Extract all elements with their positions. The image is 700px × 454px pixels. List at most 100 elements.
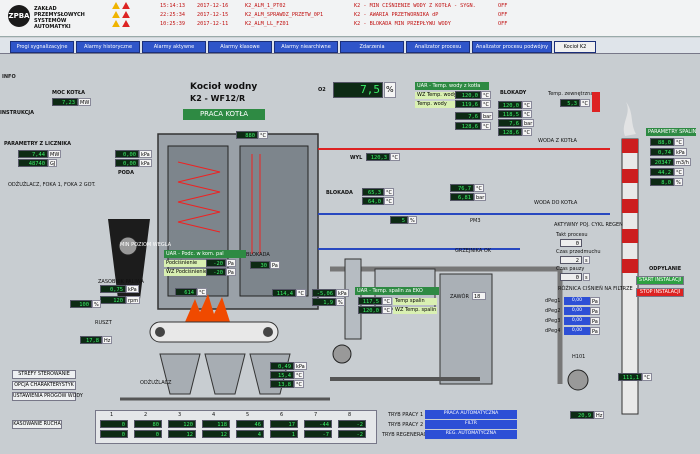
spaliny-value: 8,0 [650, 178, 674, 186]
spaliny-unit: °C [674, 168, 684, 176]
feeder-label: PODA [118, 170, 134, 176]
tab-zdarzenia[interactable]: Zdarzenia [340, 41, 404, 53]
uar-value: 119,6 [455, 100, 481, 108]
woda-z-kotla-label: WODA Z KOTŁA [538, 138, 577, 144]
moc-label: MOC KOTŁA [52, 90, 86, 96]
tab-alarmy-klasowe[interactable]: Alarmy klasowe [208, 41, 272, 53]
strefy-button[interactable]: STREFY STEROWANIE [12, 370, 76, 379]
tab-kociol-k2[interactable]: Kocioł K2 [554, 41, 596, 53]
tryb-label: TRYB PRACY 1 [388, 412, 424, 418]
wyl-value: 120,3 [366, 153, 390, 161]
streak-unit: °C [294, 380, 304, 388]
uar-eko-title: UAR - Temp. spalin za EKO [355, 287, 439, 295]
instrukcja-label[interactable]: INSTRUKCJA [0, 110, 35, 116]
stop-button[interactable]: STOP INSTALACJI [636, 288, 684, 297]
moc-unit: MW [78, 98, 92, 106]
ustawienia-button[interactable]: USTAWIENIA PROGÓW WODY [12, 392, 83, 401]
blokada-value: 7,6 [498, 119, 522, 127]
uar-podc-title: UAR - Podc. w kom. pal [164, 250, 246, 258]
blokada-unit: °C [522, 110, 532, 118]
feeder-pressure: 0,75 [100, 285, 126, 293]
spaliny-value: 20347 [650, 158, 674, 166]
tab-alarmy-niearchiwne[interactable]: Alarmy niearchiwne [274, 41, 338, 53]
pressure-unit: kPa [139, 159, 152, 167]
tab-alarmy-aktywne[interactable]: Alarmy aktywne [142, 41, 206, 53]
blokada-value: 118,5 [498, 110, 522, 118]
tab-alarmy-historyczne[interactable]: Alarmy historyczne [76, 41, 140, 53]
blokady-label: BLOKADY [500, 90, 527, 96]
page-subtitle: K2 - WF12/R [190, 94, 246, 103]
cykl-label: Takt procesu [556, 232, 588, 238]
tryb-value[interactable]: PRACA AUTOMATYCZNA [425, 410, 517, 419]
uar-setpoint[interactable]: 120,0 [455, 91, 481, 99]
blokada-temp-unit: °C [384, 188, 394, 196]
spaliny-value: 88,0 [650, 138, 674, 146]
odzuzlacz-label: ODŻUŻLACZ [140, 380, 172, 386]
eko-setpoint[interactable]: 120,0 [358, 306, 382, 314]
tab-analizator[interactable]: Analizator procesu [406, 41, 470, 53]
podc-setpoint[interactable]: -20 [206, 268, 226, 276]
param-value: 48740 [18, 159, 48, 167]
zone-value[interactable]: 0 [100, 430, 128, 438]
zone-value[interactable]: 12 [168, 430, 196, 438]
ruszt-percent: 100 [70, 300, 92, 308]
zone-value[interactable]: -44 [304, 420, 332, 428]
dp-value: 0,00 [564, 297, 590, 305]
dp-label: dPeg3 [545, 318, 561, 324]
dp-unit: Pa [590, 297, 600, 305]
fan-frequency: 20,9 [570, 411, 594, 419]
info-label[interactable]: INFO [2, 74, 16, 80]
zone-id: 5 [246, 412, 250, 418]
spaliny-unit: kPa [674, 148, 687, 156]
tryb-value[interactable]: REG. AUTOMATYCZNA [425, 430, 517, 439]
dp-value: 0,00 [564, 307, 590, 315]
zone-value[interactable]: 120 [168, 420, 196, 428]
zone-value[interactable]: 17 [270, 420, 298, 428]
ruszt-label: RUSZT [95, 320, 112, 326]
cykl-value[interactable]: 0 [560, 239, 582, 247]
temp-unit: °C [481, 122, 491, 130]
zone-value[interactable]: 118 [202, 420, 230, 428]
blokada-value: 30 [250, 261, 270, 269]
blokada-label: BLOKADA [246, 252, 270, 258]
zone-value[interactable]: 4 [236, 430, 264, 438]
zone-id: 7 [314, 412, 318, 418]
zone-value[interactable]: 0 [134, 430, 162, 438]
zone-id: 2 [144, 412, 148, 418]
zone-value[interactable]: 12 [202, 430, 230, 438]
zone-value[interactable]: -2 [338, 430, 366, 438]
moc-value: 7,23 [52, 98, 78, 106]
tab-analizator-podwojny[interactable]: Analizator procesu podwójny [472, 41, 552, 53]
odzuzlacz-checkbox[interactable]: ODŻUŻLACZ, FOKA 1, FOKA 2 GOT. [8, 182, 96, 188]
cykl-value[interactable]: 2 [560, 256, 582, 264]
zone-value[interactable]: 80 [134, 420, 162, 428]
uar-row-label: Temp. wody [415, 101, 457, 108]
pressure-unit: bar [481, 112, 494, 120]
process-view: Kocioł wodny K2 - WF12/R PRACA KOTŁA O2 … [0, 54, 700, 454]
tab-progi[interactable]: Progi sygnalizacyjne [10, 41, 74, 53]
stack-temp-unit: °C [642, 373, 652, 381]
blokada-value: 120,0 [498, 101, 522, 109]
opcja-button[interactable]: OPCJA CHARAKTERYSTYK [12, 381, 76, 390]
pressure-value: 0,00 [115, 159, 139, 167]
zone-value[interactable]: 0 [100, 420, 128, 428]
cykl-value[interactable]: 0 [560, 273, 582, 281]
start-button[interactable]: START INSTALACJI [636, 276, 684, 285]
zone-value[interactable]: -7 [304, 430, 332, 438]
zone-value[interactable]: -2 [338, 420, 366, 428]
kasowanie-button[interactable]: KASOWANIE RUCHA [12, 420, 62, 429]
pressure-value: 7,6 [455, 112, 481, 120]
pressure-value: 0,00 [115, 150, 139, 158]
eko-row-label: WZ Temp. spalin [393, 307, 437, 314]
zone-value[interactable]: 46 [236, 420, 264, 428]
tryb-value[interactable]: FILTR [425, 420, 517, 429]
cykl-label: Czas przedmuchu [556, 249, 601, 255]
warning-icon [112, 11, 120, 18]
zawor-value[interactable]: 18 [472, 292, 486, 300]
return-pressure-unit: bar [474, 193, 487, 201]
dp-unit: Pa [590, 327, 600, 335]
zone-value[interactable]: 1 [270, 430, 298, 438]
